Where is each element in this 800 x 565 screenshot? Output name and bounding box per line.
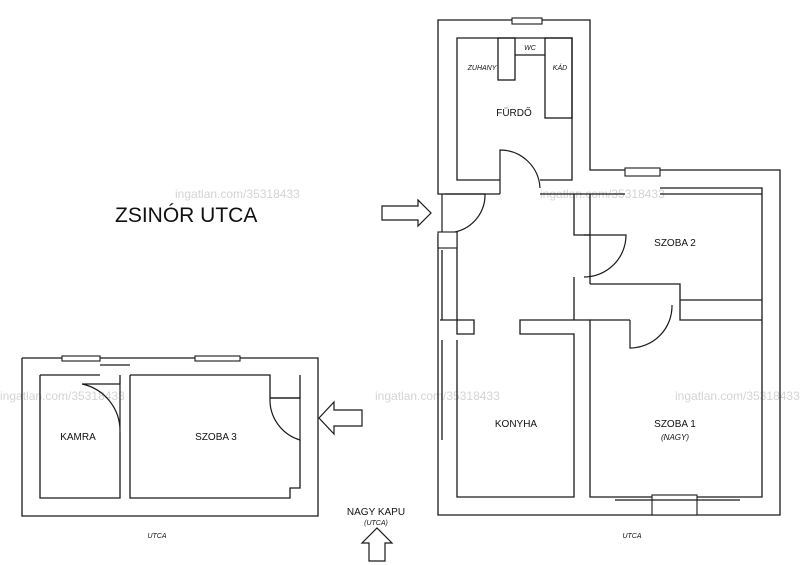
label-zuhany: ZUHANY	[467, 65, 498, 72]
bathroom-window	[511, 17, 543, 25]
wc-partition	[497, 37, 516, 81]
main-house	[381, 17, 781, 516]
bathtub	[544, 37, 573, 119]
label-wc: WC	[524, 45, 537, 52]
szoba1-window	[651, 494, 698, 516]
label-kad: KÁD	[553, 63, 567, 72]
szoba2-door[interactable]	[583, 234, 627, 278]
label-kamra: KAMRA	[60, 432, 96, 443]
entry-arrow-icon	[381, 198, 432, 228]
watermark-3: ingatlan.com/35318433	[0, 389, 125, 403]
entry-door[interactable]	[441, 193, 486, 233]
room-labels: FÜRDŐ ZUHANY WC KÁD SZOBA 2 KONYHA SZOBA…	[60, 45, 696, 443]
szoba2-window	[624, 167, 661, 177]
szoba1-door[interactable]	[629, 304, 673, 349]
kamra-window	[61, 355, 101, 362]
gate-arrow-icon	[360, 527, 394, 562]
street-label-right: UTCA	[622, 533, 641, 540]
watermark-1: ingatlan.com/35318433	[175, 187, 300, 201]
watermark-5: ingatlan.com/35318433	[675, 389, 800, 403]
szoba3-window	[194, 355, 241, 362]
street-title: ZSINÓR UTCA	[115, 204, 257, 227]
szoba3-door[interactable]	[269, 397, 301, 441]
kamra-door[interactable]	[81, 383, 121, 433]
corridor-walls	[540, 193, 762, 321]
label-szoba3: SZOBA 3	[195, 432, 237, 443]
szoba2-wall	[589, 193, 762, 284]
main-outer-wall	[437, 169, 781, 516]
main-inner-wall	[440, 187, 763, 498]
entry-post	[437, 231, 458, 249]
bathroom-door[interactable]	[499, 149, 541, 194]
outbuilding-arrow-icon	[318, 400, 363, 436]
label-szoba1-note: (NAGY)	[661, 433, 689, 442]
gate-label: NAGY KAPU	[347, 507, 405, 518]
label-szoba2: SZOBA 2	[654, 238, 696, 249]
gate-sublabel: (UTCA)	[364, 520, 388, 527]
label-szoba1: SZOBA 1	[654, 419, 696, 430]
label-konyha: KONYHA	[495, 419, 538, 430]
label-furdo: FÜRDŐ	[496, 105, 532, 119]
street-label-left: UTCA	[147, 533, 166, 540]
outbuilding	[21, 355, 363, 517]
